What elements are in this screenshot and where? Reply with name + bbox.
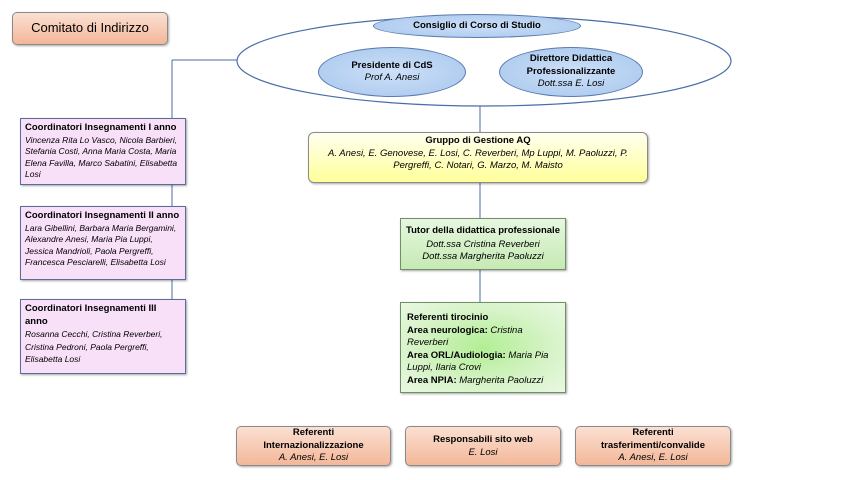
internazionalizzazione-names: A. Anesi, E. Losi [278, 452, 349, 464]
internazionalizzazione-box: Referenti Internazionalizzazione A. Anes… [236, 426, 391, 466]
referenti-area-orl: Area ORL/Audiologia: Maria Pia Luppi, Il… [407, 350, 559, 375]
trasferimenti-title-line2: trasferimenti/convalide [600, 439, 705, 451]
referenti-title: Referenti tirocinio [407, 312, 489, 323]
presidente-box: Presidente di CdS Prof A. Anesi [318, 47, 466, 97]
coord2-box: Coordinatori Insegnamenti II anno Lara G… [20, 206, 186, 280]
direttore-title-line2: Professionalizzante [526, 65, 616, 77]
trasferimenti-box: Referenti trasferimenti/convalide A. Ane… [575, 426, 731, 466]
tutor-box: Tutor della didattica professionale Dott… [400, 218, 566, 270]
presidente-name: Prof A. Anesi [364, 72, 420, 83]
internazionalizzazione-title-line2: Internazionalizzazione [263, 439, 364, 451]
gruppo-title: Gruppo di Gestione AQ [425, 135, 531, 146]
area-npia-names: Margherita Paoluzzi [459, 374, 544, 386]
trasferimenti-names: A. Anesi, E. Losi [618, 452, 688, 464]
gruppo-box: Gruppo di Gestione AQ A. Anesi, E. Genov… [308, 132, 648, 183]
sitoweb-box: Responsabili sito web E. Losi [405, 426, 561, 466]
direttore-name: Dott.ssa E. Losi [537, 78, 605, 90]
area-npia-label: Area NPIA: [407, 374, 457, 386]
area-neuro-label: Area neurologica: [407, 324, 488, 336]
sitoweb-names: E. Losi [468, 446, 498, 458]
area-orl-names: Maria Pia Luppi, Ilaria Crovi [407, 349, 549, 374]
referenti-box: Referenti tirocinio Area neurologica: Cr… [400, 302, 566, 393]
tutor-name-2: Dott.ssa Margherita Paoluzzi [422, 251, 544, 262]
coord2-title: Coordinatori Insegnamenti II anno [25, 210, 180, 221]
coord3-title: Coordinatori Insegnamenti III anno [25, 303, 157, 327]
direttore-box: Direttore Didattica Professionalizzante … [499, 47, 643, 97]
area-neuro-names: Cristina Reverberi [407, 324, 523, 349]
coord1-box: Coordinatori Insegnamenti I anno Vincenz… [20, 118, 186, 185]
coord1-title: Coordinatori Insegnamenti I anno [25, 122, 177, 133]
direttore-title-line1: Direttore Didattica [529, 53, 613, 65]
coord3-members: Rosanna Cecchi, Cristina Reverberi, Cris… [25, 329, 163, 364]
area-orl-label: Area ORL/Audiologia: [407, 349, 506, 361]
sitoweb-title: Responsabili sito web [433, 434, 533, 445]
trasferimenti-title-line1: Referenti [632, 427, 674, 439]
referenti-area-npia: Area NPIA: Margherita Paoluzzi [407, 375, 559, 388]
comitato-title: Comitato di Indirizzo [31, 20, 149, 36]
gruppo-members: A. Anesi, E. Genovese, E. Losi, C. Rever… [328, 147, 628, 172]
consiglio-title: Consiglio di Corso di Studio [413, 19, 541, 31]
internazionalizzazione-title-line1: Referenti [292, 427, 335, 439]
comitato-box: Comitato di Indirizzo [12, 12, 168, 45]
presidente-title: Presidente di CdS [351, 59, 433, 71]
tutor-name-1: Dott.ssa Cristina Reverberi [426, 238, 540, 250]
consiglio-box: Consiglio di Corso di Studio [373, 14, 581, 38]
coord2-members: Lara Gibellini, Barbara Maria Bergamini,… [25, 222, 177, 268]
coord3-box: Coordinatori Insegnamenti III anno Rosan… [20, 299, 186, 374]
coord1-members: Vincenza Rita Lo Vasco, Nicola Barbieri,… [25, 134, 178, 180]
referenti-area-neuro: Area neurologica: Cristina Reverberi [407, 325, 559, 350]
tutor-title: Tutor della didattica professionale [406, 225, 560, 236]
